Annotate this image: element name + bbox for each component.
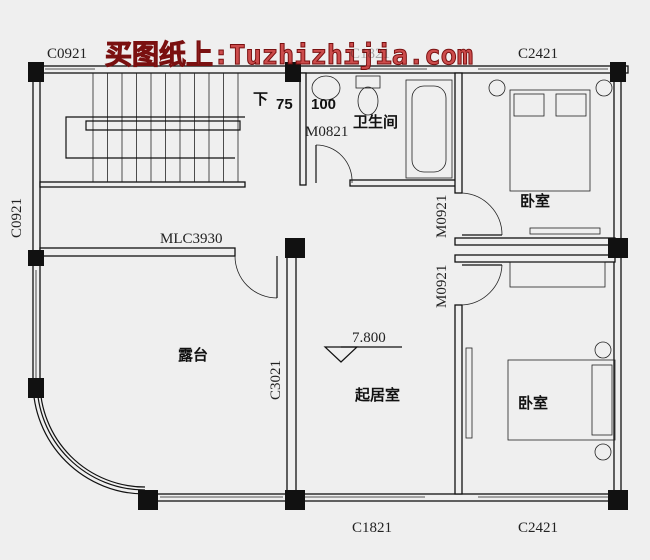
label-sliding-door: MLC3930 [160,231,223,247]
label-window-top-left: C0921 [47,46,87,62]
stair-down-label: 下 [253,90,268,108]
dimension-75: 75 [276,96,293,113]
stair-path [65,116,245,159]
label-window-bottom-mid: C1821 [352,520,392,536]
label-door-bedroom-bottom: M0921 [434,265,450,308]
doors [234,144,503,306]
bed-top [488,79,613,235]
elevation-marker [323,346,359,363]
room-terrace: 露台 [178,346,208,364]
label-window-top-mid: C1821 [350,46,390,62]
label-window-partition: C3021 [268,360,284,400]
windows [35,68,608,498]
bathroom-fixtures [311,75,453,179]
room-bathroom: 卫生间 [353,113,398,131]
label-window-top-right: C2421 [518,46,558,62]
interior-walls [39,72,616,495]
room-bedroom-top: 卧室 [520,192,550,210]
pillars [28,62,628,510]
label-window-left: C0921 [9,198,25,238]
dimension-100: 100 [311,96,336,113]
room-living: 起居室 [354,386,400,404]
label-window-bottom-right: C2421 [518,520,558,536]
elevation-value: 7.800 [352,330,386,346]
staircase [65,73,245,182]
room-bedroom-bottom: 卧室 [518,394,548,412]
label-door-bathroom: M0821 [305,124,348,140]
label-door-bedroom-top: M0921 [434,195,450,238]
bed-bottom [465,261,616,461]
watermark: 买图纸上:Tuzhizhijia.com [105,39,473,71]
stair-handrail [85,120,241,131]
